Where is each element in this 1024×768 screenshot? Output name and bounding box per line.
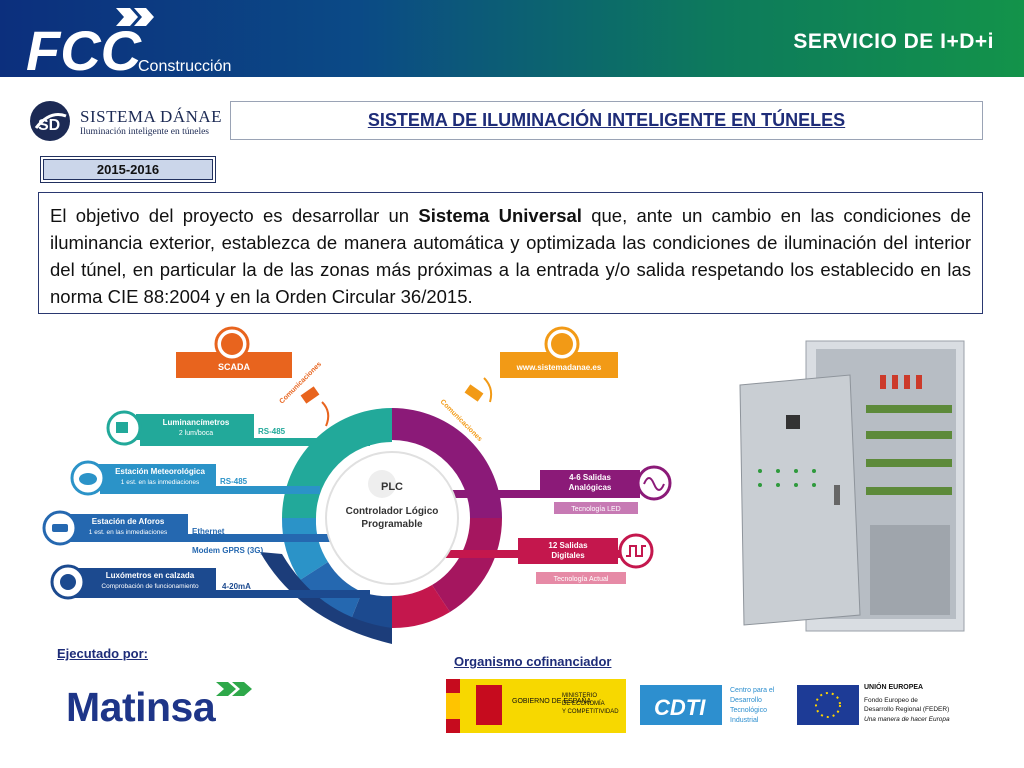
ministerio-line-3: Y COMPETITIVIDAD — [562, 709, 619, 715]
fcc-logo: FCC — [26, 8, 154, 74]
header-title: SERVICIO DE I+D+i — [793, 30, 994, 53]
eu-title: UNIÓN EUROPEA — [864, 684, 924, 691]
eu-flag-logo — [797, 685, 859, 725]
tech-actual-badge — [536, 572, 626, 584]
car-icon — [52, 524, 68, 532]
plc-circle — [325, 451, 459, 585]
gobierno-label: GOBIERNO DE ESPAÑA — [512, 696, 592, 705]
year-badge: 2015-2016 — [40, 156, 216, 183]
input-2-protocol: RS-485 — [220, 477, 248, 486]
output-2-line-1: 12 Salidas — [548, 541, 588, 550]
cdti-desc-4: Industrial — [730, 717, 759, 724]
eu-line-1: Fondo Europeo de — [864, 697, 918, 704]
executed-by-label: Ejecutado por: — [57, 646, 149, 661]
input-2-line-2: 1 est. en las inmediaciones — [121, 479, 200, 486]
input-3-line-1: Estación de Aforos — [92, 517, 165, 526]
header-bar: FCC Construcción SERVICIO DE I+D+i — [0, 0, 1024, 77]
input-1-protocol: RS-485 — [258, 427, 286, 436]
matinsa-logo-text: Matinsa — [66, 684, 216, 730]
input-1-line-1: Luminancímetros — [163, 418, 230, 427]
cloud-icon — [79, 473, 97, 485]
description-part-3: que, ante un cambio en las condiciones d… — [50, 205, 971, 307]
input-box-meteo — [98, 464, 216, 490]
input-1-line-2: 2 lum/boca — [179, 430, 213, 437]
eu-line-2: Desarrollo Regional (FEDER) — [864, 706, 950, 713]
logo-subtitle: Construcción — [138, 58, 232, 75]
danae-logo: SD — [30, 101, 70, 141]
cdti-logo-text: CDTI — [654, 695, 706, 720]
input-box-aforos — [70, 514, 188, 540]
sine-wave-icon — [643, 477, 665, 491]
input-2-line-1: Estación Meteorológica — [115, 467, 205, 476]
plc-line-2: Programable — [361, 519, 423, 530]
plc-line-1: Controlador Lógico — [346, 506, 439, 517]
output-1-tech: Tecnología LED — [571, 506, 620, 513]
input-arcs — [260, 408, 392, 644]
danae-logo-name: SISTEMA DÁNAE — [80, 107, 223, 126]
input-box-luminancimetros — [136, 414, 254, 440]
sensor-icon — [60, 574, 76, 590]
website-label: www.sistemadanae.es — [516, 363, 602, 372]
cdti-desc-1: Centro para el — [730, 687, 775, 694]
coat-of-arms-icon — [476, 685, 502, 725]
input-3-protocol: Ethernet — [192, 527, 225, 536]
fcc-logo-text: FCC — [26, 19, 143, 74]
connector-aforos — [60, 534, 330, 542]
input-4-line-1: Luxómetros en calzada — [106, 571, 195, 580]
satellite-icon-left — [300, 386, 330, 427]
gobierno-espana-logo: GOBIERNO DE ESPAÑA MINISTERIO DE ECONOMÍ… — [446, 679, 626, 733]
cdti-logo: CDTI Centro para el Desarrollo Tecnológi… — [640, 685, 775, 725]
svg-text:SD: SD — [38, 117, 60, 134]
control-cabinet-image — [739, 340, 965, 632]
system-diagram: PLC Controlador Lógico Programable SCADA… — [42, 326, 672, 644]
description-part-1: El objetivo del proyecto es desarrollar … — [50, 205, 419, 226]
camera-icon — [116, 422, 128, 433]
browser-icon — [551, 333, 573, 355]
satellite-icon-right — [464, 377, 493, 403]
project-description: El objetivo del proyecto es desarrollar … — [38, 192, 983, 314]
tech-led-badge — [554, 502, 638, 514]
cdti-desc-2: Desarrollo — [730, 697, 762, 704]
output-2-line-2: Digitales — [551, 551, 585, 560]
gear-icon — [368, 470, 396, 498]
input-4-line-2: Comprobación de funcionamiento — [101, 583, 199, 590]
ministerio-line-2: DE ECONOMÍA — [562, 700, 605, 707]
plc-title: PLC — [381, 481, 403, 493]
output-box-analog — [540, 470, 640, 496]
eu-motto: Una manera de hacer Europa — [864, 716, 950, 723]
input-3-line-2: 1 est. en las inmediaciones — [89, 529, 168, 536]
modem-label: Modem GPRS (3G) — [192, 546, 263, 555]
input-box-luxometros — [76, 568, 216, 594]
eu-stars-icon — [815, 692, 841, 718]
description-highlight: Sistema Universal — [418, 205, 582, 226]
output-1-line-2: Analógicas — [569, 483, 612, 492]
square-wave-icon — [626, 545, 646, 557]
danae-logo-tagline: Iluminación inteligente en túneles — [80, 127, 210, 137]
output-1-line-1: 4-6 Salidas — [569, 473, 611, 482]
scada-label: SCADA — [218, 362, 251, 372]
matinsa-logo — [216, 682, 252, 696]
ministerio-line-1: MINISTERIO — [562, 693, 597, 699]
connector-luminancimetros — [140, 438, 370, 446]
cdti-desc-3: Tecnológico — [730, 707, 767, 714]
cofinancier-label: Organismo cofinanciador — [454, 654, 612, 669]
project-title-box: SISTEMA DE ILUMINACIÓN INTELIGENTE EN TÚ… — [230, 101, 983, 140]
output-2-tech: Tecnología Actual — [554, 576, 609, 583]
input-4-protocol: 4-20mA — [222, 582, 251, 591]
output-box-digital — [518, 538, 618, 564]
sliders-icon — [221, 333, 243, 355]
project-title: SISTEMA DE ILUMINACIÓN INTELIGENTE EN TÚ… — [367, 110, 846, 130]
connector-luxometros — [70, 590, 370, 598]
